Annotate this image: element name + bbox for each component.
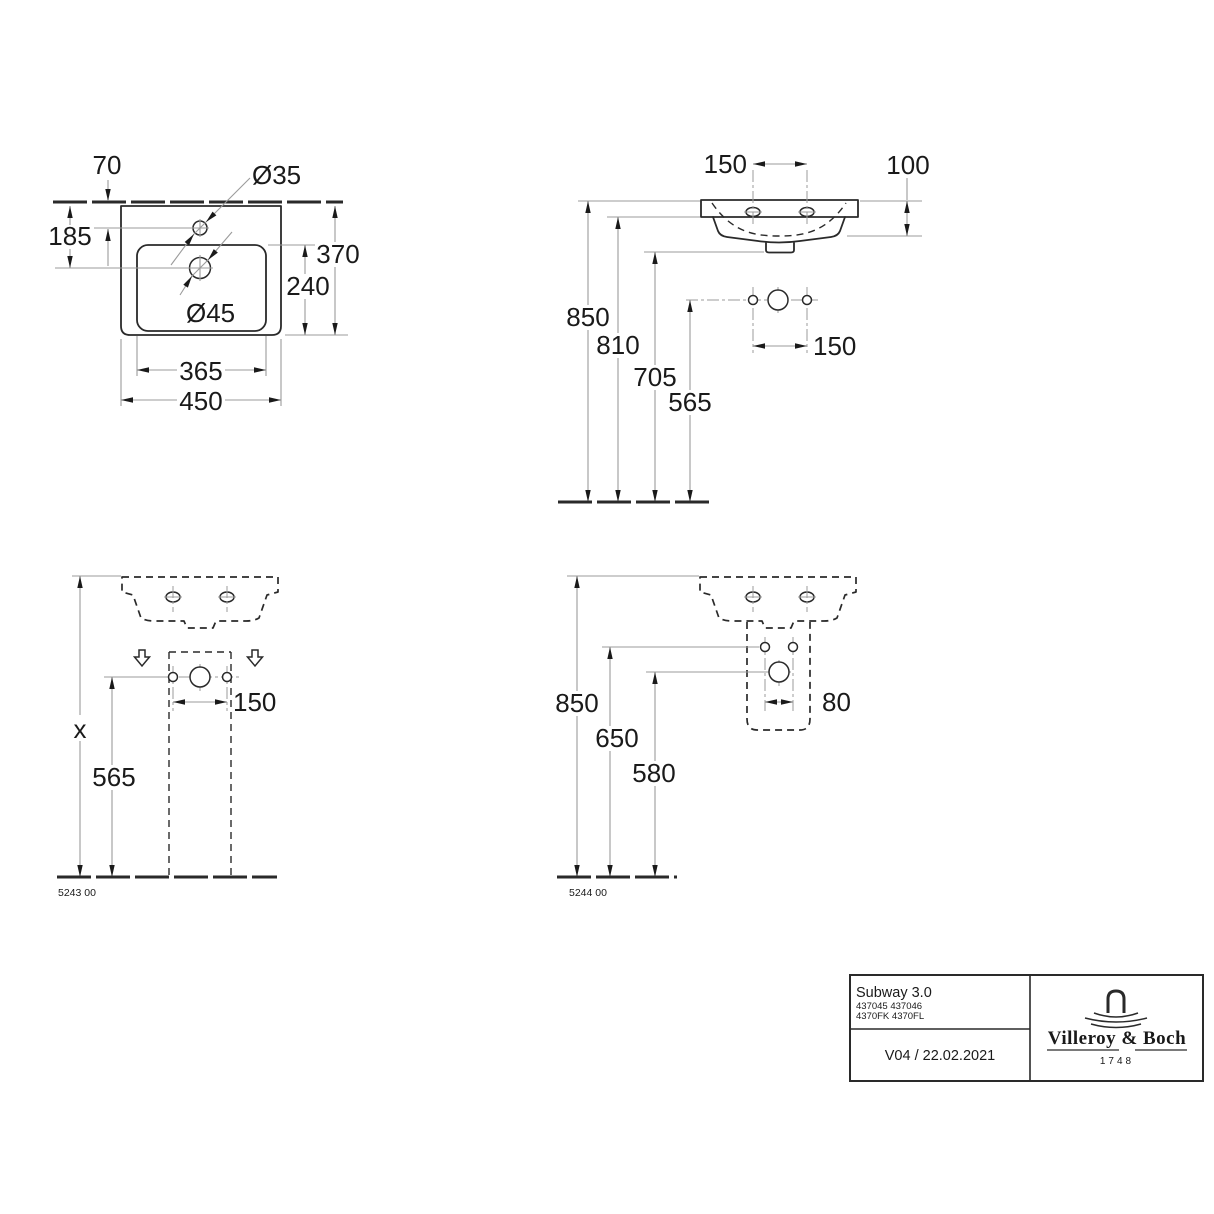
dim-100: 100 <box>886 150 929 180</box>
plan-view: Ø35 Ø45 70 185 370 240 365 450 <box>47 150 362 416</box>
dim-565-front: 565 <box>668 387 711 417</box>
dim-450: 450 <box>179 386 222 416</box>
drain-tab-profile <box>765 242 795 254</box>
dim-dia45: Ø45 <box>186 298 235 328</box>
title-block: Subway 3.0 437045 437046 4370FK 4370FL V… <box>849 974 1204 1082</box>
basin-outline <box>120 205 282 336</box>
dim-370: 370 <box>316 239 359 269</box>
semipedestal-view: 80 850 650 580 5244 00 <box>554 575 857 899</box>
article-numbers-2: 4370FK 4370FL <box>856 1011 924 1022</box>
dim-565-pedestal: 565 <box>92 762 135 792</box>
pedestal-view: 150 x 565 5243 00 <box>57 575 279 899</box>
dim-580: 580 <box>632 758 675 788</box>
insert-direction-arrow-left <box>132 649 152 668</box>
article-code-5243: 5243 00 <box>58 887 96 899</box>
dim-150-holes: 150 <box>704 149 747 179</box>
drawing-version-date: V04 / 22.02.2021 <box>885 1048 995 1064</box>
article-numbers-1: 437045 437046 <box>856 1001 922 1012</box>
dim-705: 705 <box>633 362 676 392</box>
dim-650: 650 <box>595 723 638 753</box>
dim-240: 240 <box>286 271 329 301</box>
bowl-outline <box>136 244 267 332</box>
front-view: 150 100 150 850 810 705 565 <box>558 149 930 504</box>
dim-150-wall: 150 <box>813 331 856 361</box>
product-name: Subway 3.0 <box>856 985 932 1001</box>
insert-direction-arrow-right <box>245 649 265 668</box>
title-block-border <box>849 974 1204 1082</box>
basin-body-profile <box>712 216 846 244</box>
dim-80: 80 <box>822 687 851 717</box>
semipedestal-outline <box>746 622 811 731</box>
dim-850-semi: 850 <box>555 688 598 718</box>
wall-hole-left <box>747 294 759 306</box>
dia45-leader <box>179 231 233 296</box>
dim-365: 365 <box>179 356 222 386</box>
dim-x: x <box>74 714 87 744</box>
article-code-5244: 5244 00 <box>569 887 607 899</box>
villeroy-boch-logo-icon <box>1084 989 1148 1029</box>
wall-hole-center <box>767 289 789 311</box>
dim-810: 810 <box>596 330 639 360</box>
wall-hole-right <box>801 294 813 306</box>
dim-70: 70 <box>93 150 122 180</box>
dim-dia35: Ø35 <box>252 160 301 190</box>
basin-hidden-outline <box>121 576 279 629</box>
basin-hidden-outline-2 <box>699 576 857 629</box>
dim-185: 185 <box>48 221 91 251</box>
bowl-hidden-curve <box>711 202 847 237</box>
brand-name: Villeroy & Boch <box>1048 1028 1186 1049</box>
brand-year: 1748 <box>1100 1056 1134 1067</box>
dim-850-front: 850 <box>566 302 609 332</box>
dim-150-pedestal: 150 <box>233 687 276 717</box>
basin-rim-profile <box>700 199 859 218</box>
dia35-leader <box>170 177 251 266</box>
